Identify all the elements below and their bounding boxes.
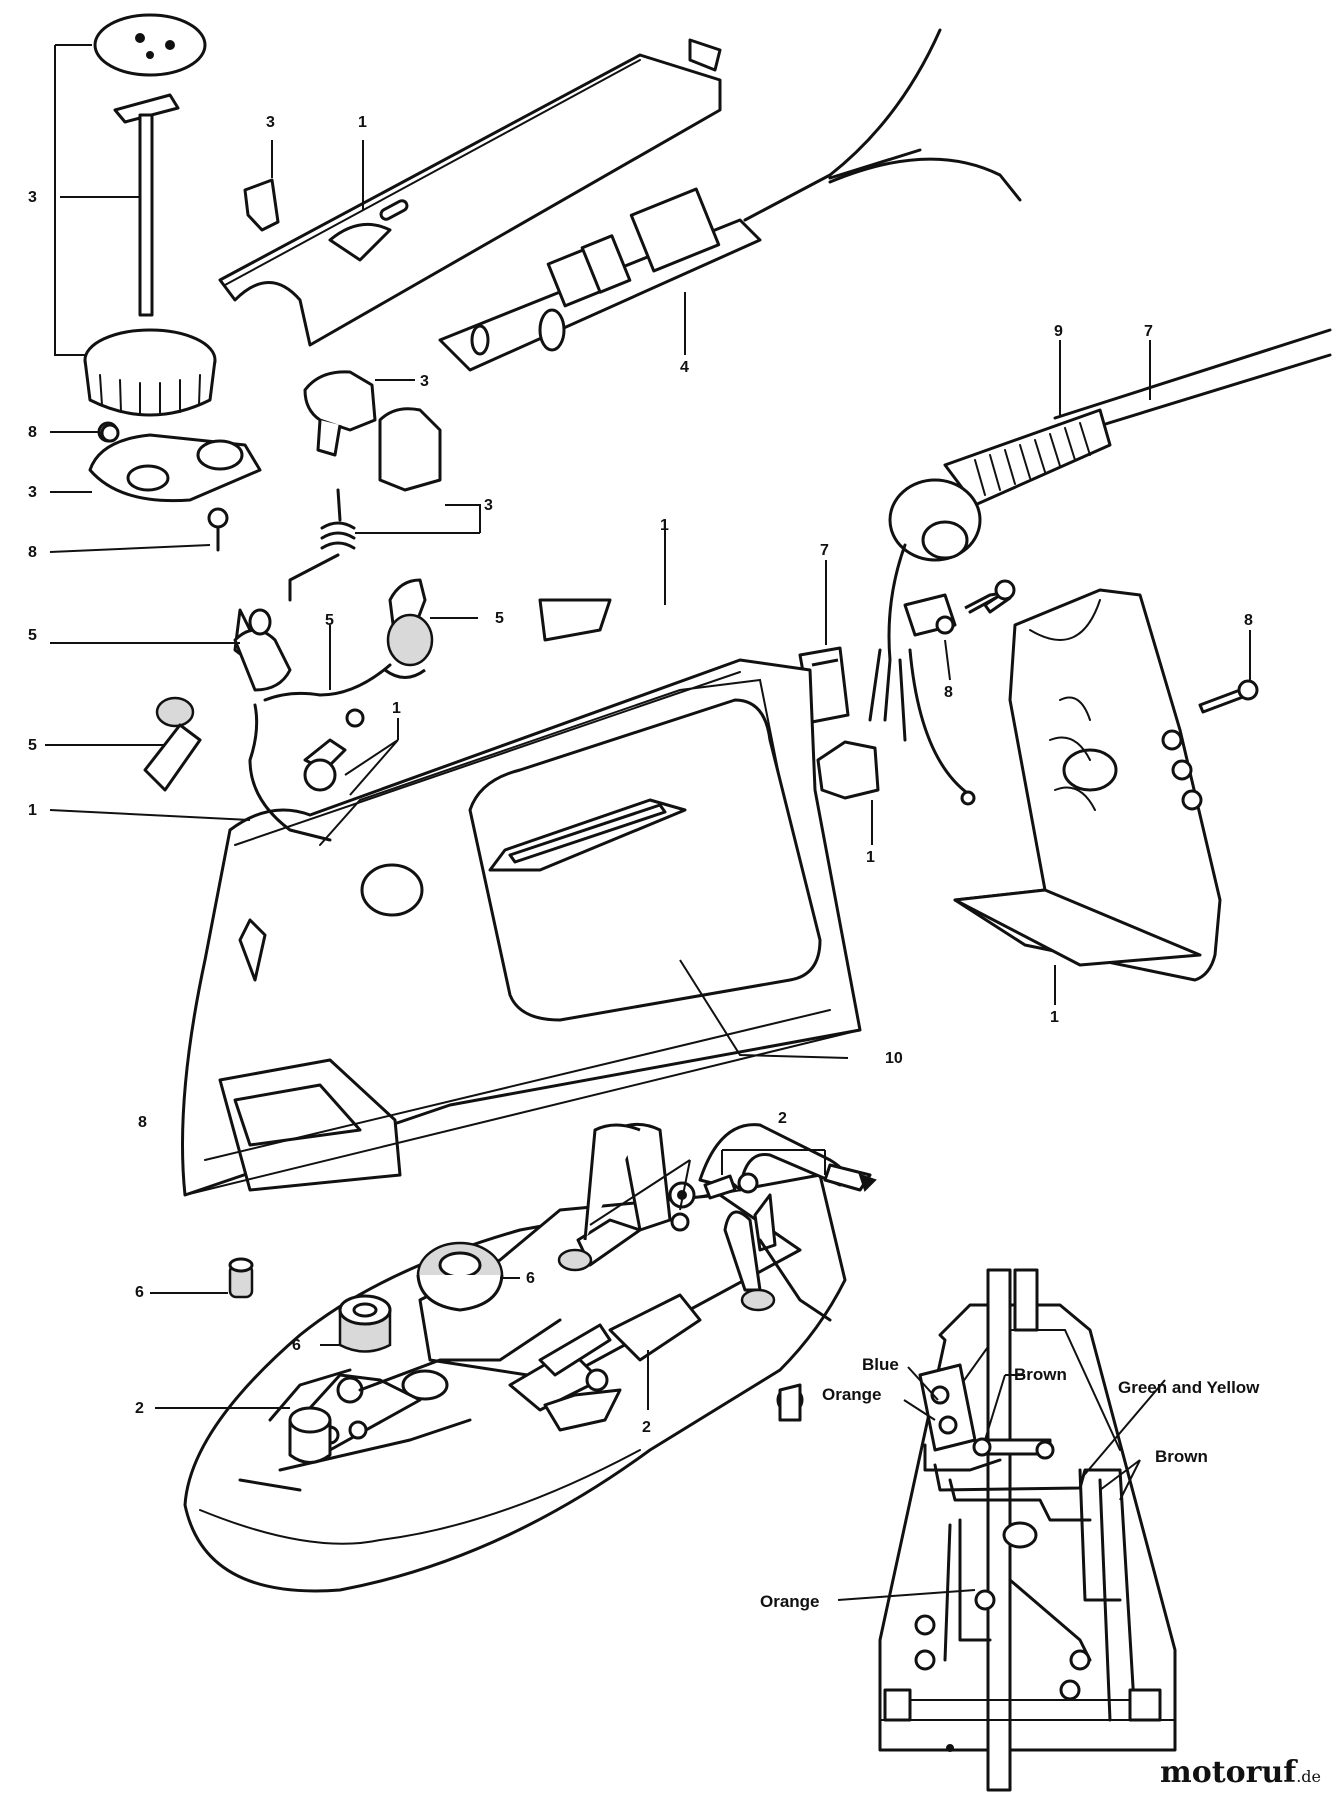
cord-clamp bbox=[903, 593, 957, 637]
insulating-bushings bbox=[228, 1241, 504, 1464]
part-callouts: 3 1 3 3 4 9 7 8 3 3 8 1 5 5 5 5 1 1 7 1 … bbox=[28, 114, 1260, 1611]
callout-6: 6 bbox=[135, 1284, 144, 1301]
spray-button bbox=[303, 370, 377, 457]
callout-3: 3 bbox=[266, 114, 275, 131]
callout-10: 10 bbox=[885, 1050, 903, 1067]
watermark-tld: .de bbox=[1296, 1767, 1321, 1786]
rear-cover bbox=[953, 588, 1222, 982]
switch-holder bbox=[816, 740, 880, 800]
callout-1: 1 bbox=[358, 114, 367, 131]
site-watermark: motoruf.de bbox=[1160, 1755, 1321, 1790]
thermostat-and-wiring bbox=[143, 578, 434, 842]
wire-label-orange: Orange bbox=[822, 1385, 882, 1404]
callout-1: 1 bbox=[392, 700, 401, 717]
wire-label-green-and-yellow: Green and Yellow bbox=[1118, 1378, 1260, 1397]
callout-5: 5 bbox=[28, 737, 37, 754]
callout-4: 4 bbox=[680, 359, 689, 376]
callout-6: 6 bbox=[292, 1337, 301, 1354]
electronic-board bbox=[438, 28, 1022, 372]
callout-5: 5 bbox=[28, 627, 37, 644]
callout-2: 2 bbox=[135, 1400, 144, 1417]
callout-7: 7 bbox=[820, 542, 829, 559]
callout-7: 7 bbox=[1144, 323, 1153, 340]
callout-1: 1 bbox=[660, 517, 669, 534]
callout-3: 3 bbox=[484, 497, 493, 514]
wire-label-blue: Blue bbox=[862, 1355, 899, 1374]
main-housing bbox=[181, 598, 862, 1197]
callout-3: 3 bbox=[28, 189, 37, 206]
soleplate-heating-element bbox=[183, 1122, 877, 1593]
callout-6: 6 bbox=[526, 1270, 535, 1287]
callout-1: 1 bbox=[866, 849, 875, 866]
callout-8: 8 bbox=[28, 544, 37, 561]
callout-2: 2 bbox=[778, 1110, 787, 1127]
handle-cover bbox=[218, 38, 722, 347]
callout-1: 1 bbox=[28, 802, 37, 819]
steam-button bbox=[243, 178, 280, 232]
callout-8: 8 bbox=[138, 1114, 147, 1131]
watermark-brand: motoruf bbox=[1160, 1755, 1297, 1790]
temperature-knob-assembly bbox=[83, 13, 262, 552]
callout-8: 8 bbox=[1244, 612, 1253, 629]
wire-label-brown: Brown bbox=[1014, 1365, 1067, 1384]
wire-label-brown: Brown bbox=[1155, 1447, 1208, 1466]
callout-5: 5 bbox=[325, 612, 334, 629]
callout-8: 8 bbox=[28, 424, 37, 441]
cord-guard bbox=[868, 328, 1332, 806]
wire-label-orange: Orange bbox=[760, 1592, 820, 1611]
callout-8: 8 bbox=[944, 684, 953, 701]
callout-5: 5 bbox=[495, 610, 504, 627]
callout-1: 1 bbox=[1050, 1009, 1059, 1026]
callout-9: 9 bbox=[1054, 323, 1063, 340]
callout-2: 2 bbox=[642, 1419, 651, 1436]
callout-3: 3 bbox=[420, 373, 429, 390]
wiring-detail-inset bbox=[878, 1268, 1177, 1792]
shot-button bbox=[378, 407, 442, 492]
callout-3: 3 bbox=[28, 484, 37, 501]
